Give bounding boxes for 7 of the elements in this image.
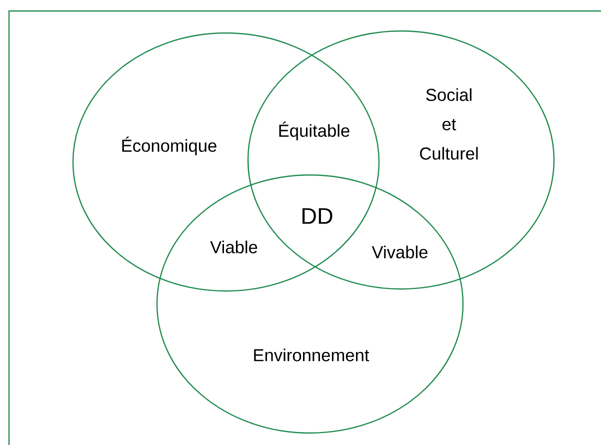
circle-label: Environnement [254, 348, 370, 362]
circle-label: Social et Culturel [420, 88, 478, 160]
intersection-label: DD [302, 208, 332, 224]
circle-label: Économique [122, 136, 216, 156]
intersection-label: Vivable [372, 246, 428, 258]
intersection-label: Équitable [279, 122, 350, 140]
intersection-label: Viable [210, 240, 258, 254]
